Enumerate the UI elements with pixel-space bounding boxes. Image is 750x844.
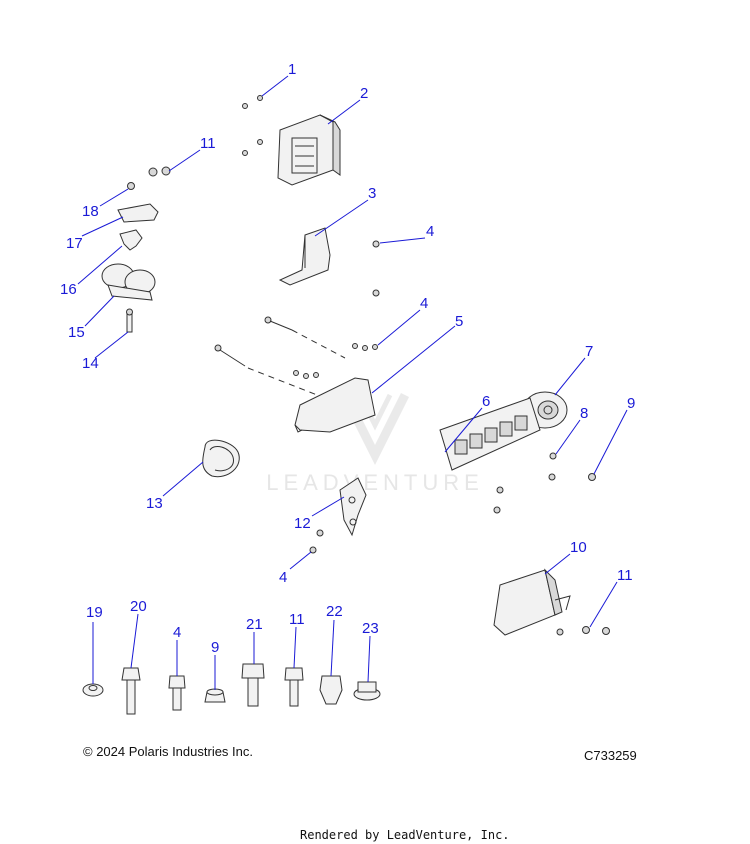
- part-nut-9[interactable]: [204, 688, 226, 703]
- part-bolt-4[interactable]: [168, 675, 186, 711]
- watermark-text: LEADVENTURE: [266, 470, 484, 495]
- callout-8[interactable]: 8: [580, 405, 588, 422]
- part-clip-22[interactable]: [319, 675, 343, 705]
- callout-17[interactable]: 17: [66, 235, 83, 252]
- callout-23[interactable]: 23: [362, 620, 379, 637]
- fasteners-top-left: [127, 166, 171, 190]
- part-bolt-20[interactable]: [121, 667, 141, 715]
- callouts: 1 2 3 4 11 18 17 16 15 14 4 5 7 6 8 9 13…: [60, 61, 635, 656]
- part-clip-16[interactable]: [119, 229, 143, 251]
- callout-22[interactable]: 22: [326, 603, 343, 620]
- callout-18[interactable]: 18: [82, 203, 99, 220]
- callout-15[interactable]: 15: [68, 324, 85, 341]
- part-bolt-11[interactable]: [284, 667, 304, 707]
- callout-10[interactable]: 10: [570, 539, 587, 556]
- callout-13[interactable]: 13: [146, 495, 163, 512]
- part-clip-17[interactable]: [117, 203, 159, 223]
- callout-14[interactable]: 14: [82, 355, 99, 372]
- part-module-10[interactable]: [493, 568, 610, 636]
- part-bracket-3[interactable]: [278, 227, 331, 286]
- part-ecu[interactable]: [277, 114, 341, 186]
- callout-7[interactable]: 7: [585, 343, 593, 360]
- hardware-row: [82, 663, 381, 715]
- callout-4c[interactable]: 4: [279, 569, 287, 586]
- fasteners-right: [548, 452, 596, 481]
- watermark-logo: LEADVENTURE: [266, 392, 484, 495]
- callout-9b[interactable]: 9: [211, 639, 219, 656]
- callout-5[interactable]: 5: [455, 313, 463, 330]
- ecu-screws: [242, 95, 263, 156]
- part-nut-23[interactable]: [353, 681, 381, 701]
- screws-4-upper: [372, 240, 380, 297]
- callout-6[interactable]: 6: [482, 393, 490, 410]
- callout-3[interactable]: 3: [368, 185, 376, 202]
- callout-19[interactable]: 19: [86, 604, 103, 621]
- callout-11b[interactable]: 11: [617, 567, 633, 584]
- part-strap-13[interactable]: [202, 439, 240, 478]
- part-mount-plate-5[interactable]: [214, 316, 378, 433]
- part-fuse-block-6[interactable]: [439, 397, 541, 514]
- callout-11[interactable]: 11: [200, 135, 216, 152]
- leader-lines: [77, 75, 628, 690]
- part-bracket-12[interactable]: [309, 477, 367, 554]
- part-bolt-21[interactable]: [241, 663, 265, 707]
- callout-4d[interactable]: 4: [173, 624, 181, 641]
- part-bolt-14[interactable]: [126, 308, 133, 333]
- callout-21[interactable]: 21: [246, 616, 263, 633]
- callout-1[interactable]: 1: [288, 61, 296, 78]
- part-module-15[interactable]: [101, 263, 156, 301]
- copyright-text: © 2024 Polaris Industries Inc.: [83, 744, 253, 759]
- callout-16[interactable]: 16: [60, 281, 77, 298]
- callout-2[interactable]: 2: [360, 85, 368, 102]
- callout-20[interactable]: 20: [130, 598, 147, 615]
- part-nut-19[interactable]: [82, 683, 104, 697]
- callout-12[interactable]: 12: [294, 515, 311, 532]
- callout-9[interactable]: 9: [627, 395, 635, 412]
- rendered-by-text: Rendered by LeadVenture, Inc.: [300, 828, 510, 842]
- callout-11c[interactable]: 11: [289, 611, 305, 628]
- diagram-id: C733259: [584, 748, 637, 763]
- callout-4b[interactable]: 4: [420, 295, 428, 312]
- callout-4[interactable]: 4: [426, 223, 434, 240]
